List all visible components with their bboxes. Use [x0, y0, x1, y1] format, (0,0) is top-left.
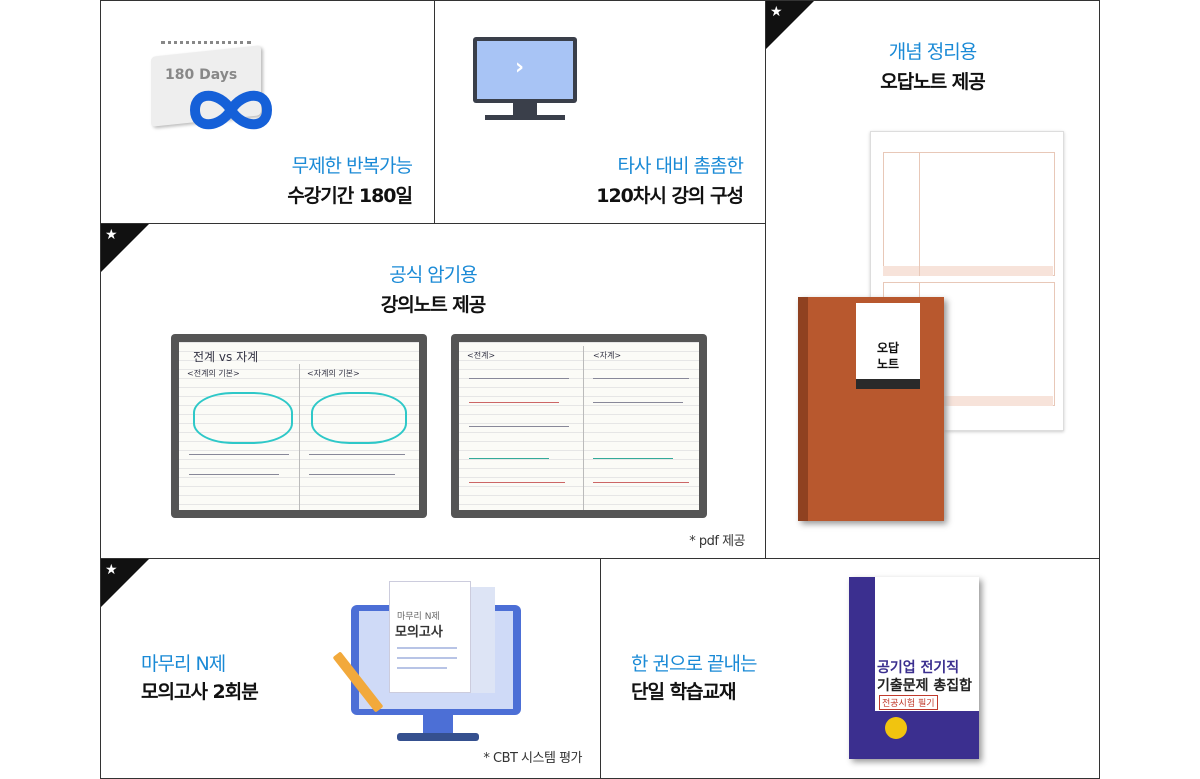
note-left-sub2: <자계의 기본> — [307, 369, 360, 378]
repeat-line1: 무제한 반복가능 — [291, 155, 413, 177]
star-icon: ★ — [105, 562, 118, 578]
lecture-note-left: 전계 vs 자계 <전계의 기본> <자계의 기본> — [171, 334, 427, 518]
star-badge: ★ — [101, 224, 149, 272]
feature-repeat-card: 180 Days 무제한 반복가능 수강기간 180일 — [100, 0, 435, 224]
note-right-sub2: <자계> — [593, 351, 622, 360]
single-book: 공기업 전기직 기출문제 총집합 전공시험 필기 — [849, 577, 979, 759]
formula-note: * pdf 제공 — [689, 534, 745, 549]
star-icon: ★ — [770, 4, 783, 20]
calendar-infinity-icon: 180 Days — [141, 41, 281, 141]
exam-doc-small: 마무리 N제 — [397, 612, 440, 622]
wrongnote-line1: 개념 정리용 — [888, 41, 977, 63]
lecture-line1: 타사 대비 촘촘한 — [617, 155, 744, 177]
mock-line1: 마무리 N제 — [141, 653, 226, 675]
star-badge: ★ — [766, 1, 814, 49]
feature-mock-card: ★ 마무리 N제 모의고사 2회분 마무리 N제 모의고사 * CBT 시스템 … — [100, 558, 601, 779]
single-line2: 단일 학습교재 — [631, 681, 736, 703]
note-left-title: 전계 vs 자계 — [193, 350, 259, 364]
feature-wrongnote-card: ★ 개념 정리용 오답노트 제공 오답 노트 — [765, 0, 1100, 559]
single-line1: 한 권으로 끝내는 — [631, 653, 757, 675]
lecture-note-right: <전계> <자계> — [451, 334, 707, 518]
exam-doc-big: 모의고사 — [395, 625, 443, 640]
mock-note: * CBT 시스템 평가 — [483, 751, 582, 766]
mock-line2: 모의고사 2회분 — [141, 681, 259, 703]
wrongnote-book: 오답 노트 — [798, 297, 944, 521]
monitor-icon: › — [473, 37, 577, 127]
wrongnote-line2: 오답노트 제공 — [880, 71, 986, 93]
play-icon: › — [515, 55, 525, 80]
repeat-line2: 수강기간 180일 — [287, 185, 413, 207]
formula-line2: 강의노트 제공 — [380, 294, 487, 316]
wrongnote-book-title-a: 오답 — [876, 341, 900, 355]
feature-formula-card: ★ 공식 암기용 강의노트 제공 전계 vs 자계 <전계의 기본> <자계의 … — [100, 223, 766, 559]
star-icon: ★ — [105, 227, 118, 243]
single-book-title: 공기업 전기직 — [877, 660, 960, 676]
formula-line1: 공식 암기용 — [389, 264, 477, 286]
single-book-title2: 기출문제 총집합 — [877, 678, 973, 694]
exam-monitor-icon: 마무리 N제 모의고사 — [332, 581, 529, 751]
lecture-line2: 120차시 강의 구성 — [596, 185, 744, 207]
note-left-sub1: <전계의 기본> — [187, 369, 240, 378]
single-book-sub: 전공시험 필기 — [879, 695, 938, 710]
feature-single-card: 한 권으로 끝내는 단일 학습교재 공기업 전기직 기출문제 총집합 전공시험 … — [600, 558, 1100, 779]
wrongnote-book-title-b: 노트 — [876, 357, 900, 371]
star-badge: ★ — [101, 559, 149, 607]
calendar-badge: 180 Days — [165, 67, 238, 83]
feature-lecture-card: › 타사 대비 촘촘한 120차시 강의 구성 — [434, 0, 766, 224]
note-right-sub1: <전계> — [467, 351, 496, 360]
